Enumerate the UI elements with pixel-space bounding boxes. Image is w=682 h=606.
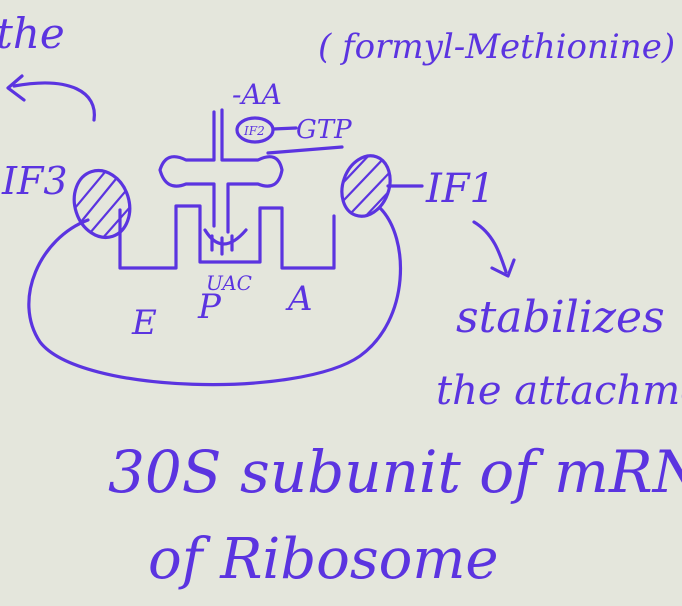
anticodon-label: UAC bbox=[206, 271, 252, 295]
stabilizes-text: stabilizes bbox=[456, 292, 665, 343]
curved-arrow bbox=[12, 81, 96, 122]
attachment-text: the attachment bbox=[436, 368, 682, 414]
site-p-label: P bbox=[197, 287, 222, 327]
if3-label: IF3 bbox=[1, 159, 68, 203]
subunit-text: 30S subunit of mRNA bbox=[108, 438, 682, 506]
if2-connector bbox=[271, 126, 298, 131]
formyl-methionine-label: ( formyl-Methionine) bbox=[318, 27, 675, 67]
aa-label: -AA bbox=[232, 78, 282, 111]
gtp-label: GTP bbox=[296, 115, 352, 145]
site-e-label: E bbox=[131, 303, 157, 343]
if2-label: IF2 bbox=[243, 124, 265, 138]
if1-arrow-head bbox=[490, 258, 516, 278]
top-left-text: the bbox=[0, 9, 65, 58]
if1-label: IF1 bbox=[425, 166, 495, 212]
trna-anticodon-loop bbox=[203, 228, 248, 246]
gtp-underline bbox=[266, 145, 344, 155]
site-a-label: A bbox=[285, 279, 313, 319]
curved-arrow-head bbox=[6, 74, 26, 102]
ribosome-text: of Ribosome bbox=[148, 527, 499, 592]
if3-circle bbox=[72, 169, 132, 239]
codon-bonds bbox=[210, 234, 234, 256]
trna-molecule bbox=[158, 108, 284, 234]
if1-arrow bbox=[472, 220, 508, 274]
ribosome-30s-outline bbox=[27, 206, 403, 387]
ribosome-sites-outline bbox=[118, 204, 336, 270]
